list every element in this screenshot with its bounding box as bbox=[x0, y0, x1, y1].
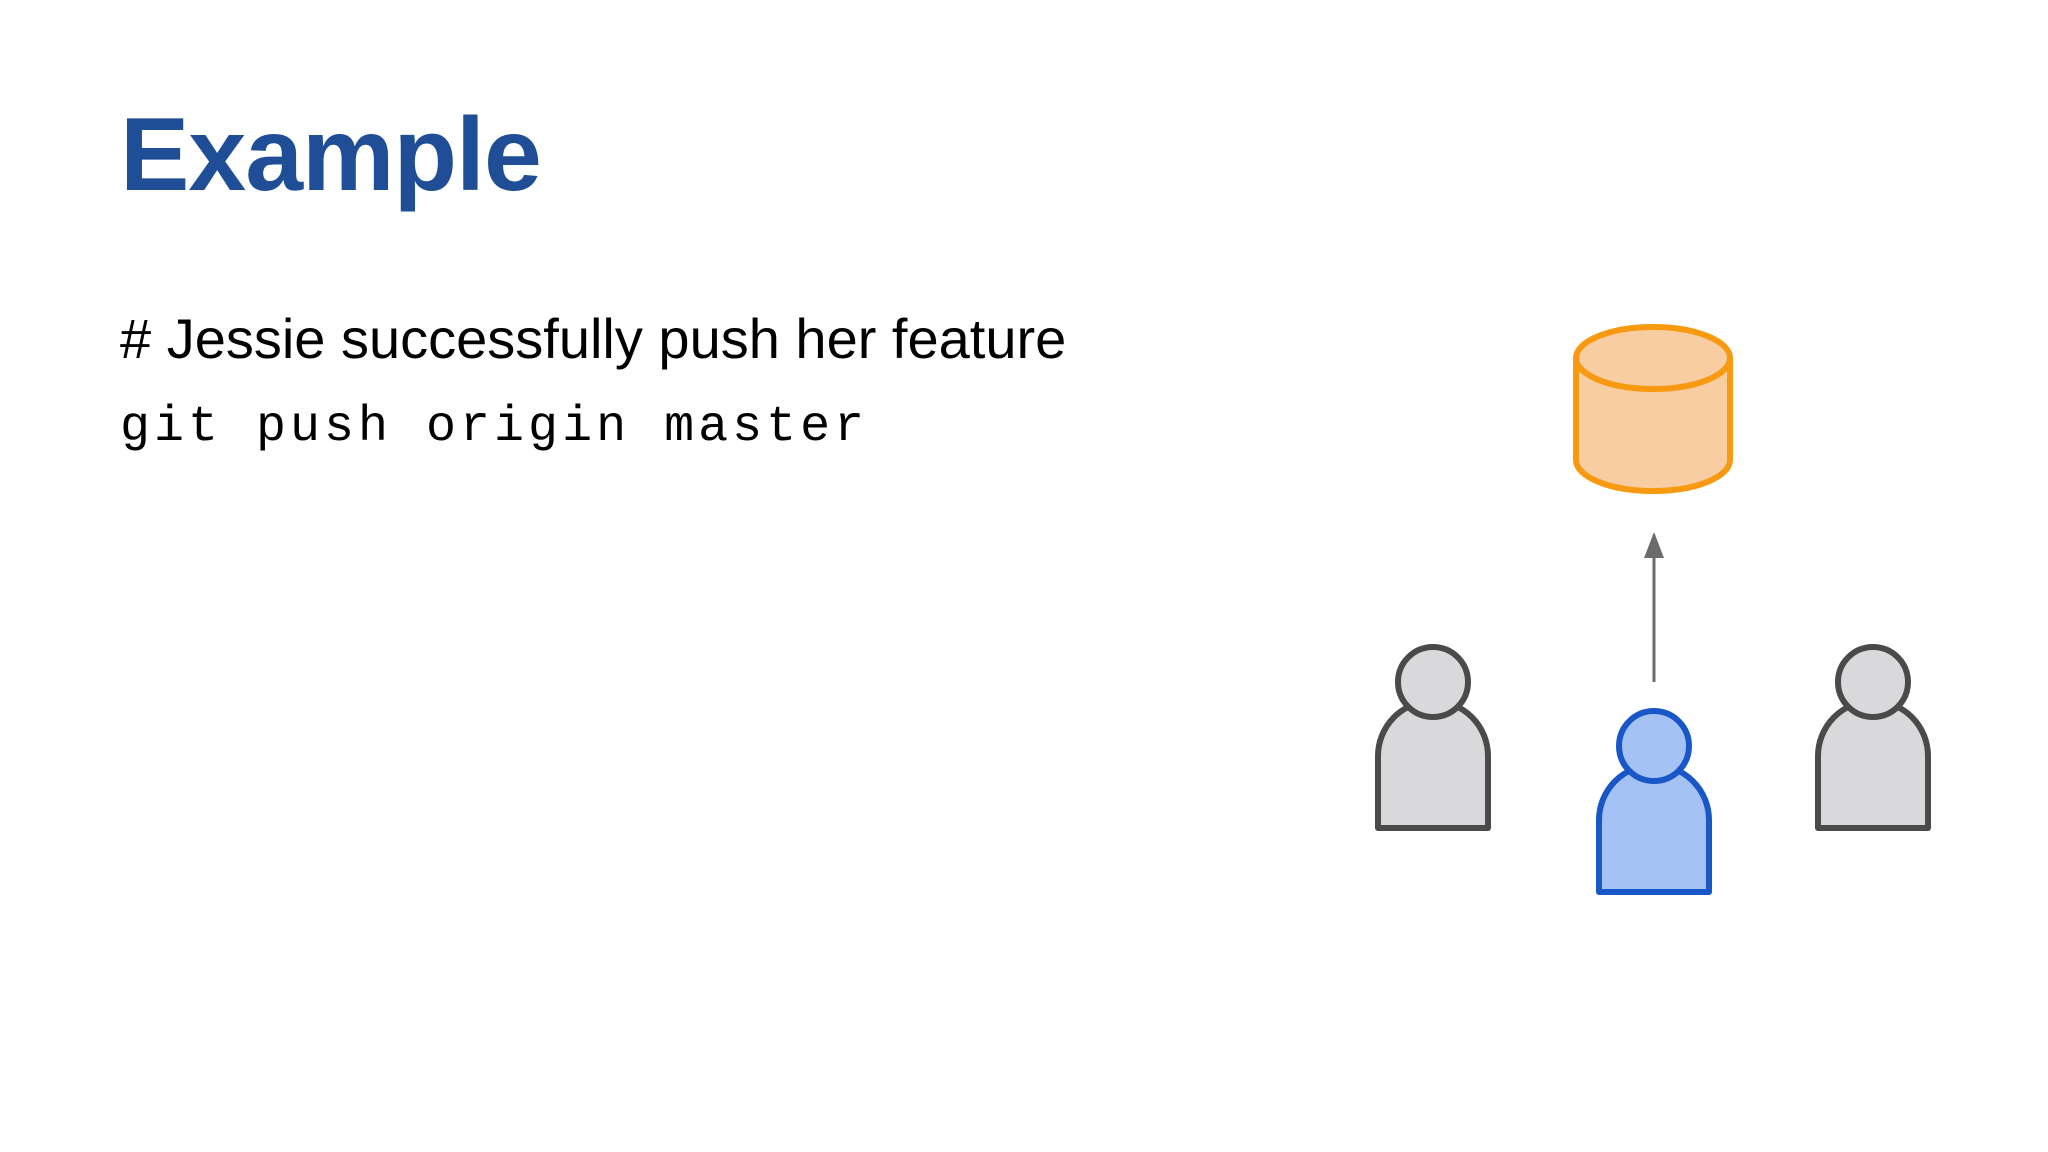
person-icon bbox=[1596, 708, 1712, 895]
slide-title: Example bbox=[120, 97, 542, 213]
comment-text: # Jessie successfully push her feature bbox=[120, 307, 1067, 370]
person-icon bbox=[1815, 644, 1931, 831]
command-text: git push origin master bbox=[120, 399, 869, 456]
cylinder-icon bbox=[1573, 324, 1733, 494]
push-diagram bbox=[1375, 324, 1931, 895]
arrow-up-icon bbox=[1644, 532, 1664, 682]
person-icon bbox=[1375, 644, 1491, 831]
